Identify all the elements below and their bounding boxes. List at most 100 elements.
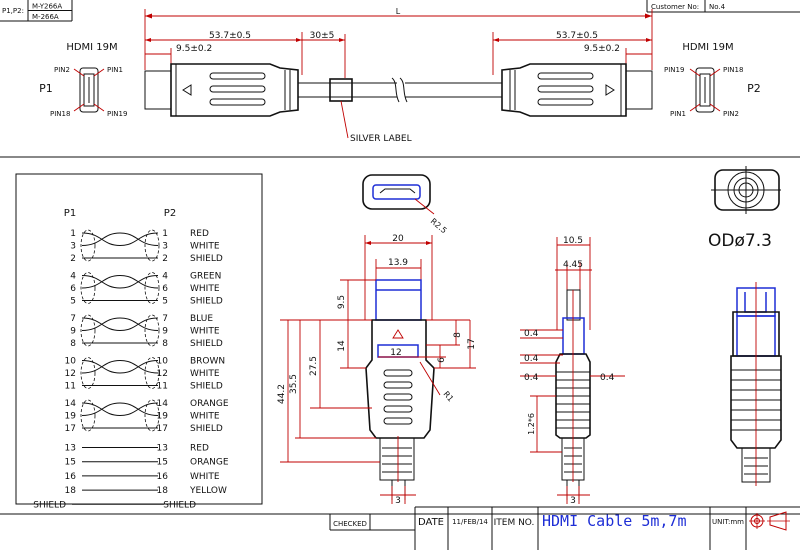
shield-ellipse (80, 314, 96, 347)
wire-color: WHITE (190, 242, 220, 252)
part-number-label: P1,P2: (2, 7, 24, 15)
right-body-dimension: 53.7±0.5 9.5±0.2 (492, 31, 652, 75)
wire-p2-pin: 11 (157, 382, 168, 392)
shield-ellipse (144, 229, 160, 262)
wire-color: BLUE (190, 314, 213, 324)
twisted-wire (81, 232, 159, 247)
wire-p2-pin: 10 (157, 357, 169, 367)
wire-p2-pin: 3 (162, 242, 168, 252)
twisted-wire (81, 402, 159, 417)
wire-color: RED (190, 444, 209, 454)
wire-p2-pin: 13 (157, 444, 168, 454)
mouth-face-view: R2.5 (362, 174, 449, 236)
front-width: 20 (392, 234, 404, 244)
silver-label: SILVER LABEL (350, 134, 412, 144)
label-dimension: 30±5 (302, 31, 346, 78)
side-view-dimensions: 0.4 0.4 0.4 0.4 1.2*6 3 (520, 329, 625, 506)
wiring-header-p1: P1 (64, 208, 76, 219)
side-dim-ridge: 1.2*6 (527, 413, 536, 435)
checked-label: CHECKED (333, 520, 367, 528)
left-end-label: P1 (39, 82, 53, 95)
item-label: ITEM NO. (494, 518, 535, 528)
wire-p1-pin: 13 (65, 444, 76, 454)
shield-ellipse (144, 357, 160, 389)
left-pin-face: PIN2 PIN1 PIN18 PIN19 (50, 66, 127, 118)
wire-p2-pin: 5 (162, 297, 168, 307)
front-dim-8: 8 (453, 332, 463, 338)
wire-color: ORANGE (190, 399, 229, 409)
unit-label: UNIT:mm (712, 518, 744, 526)
wire-p2-pin: 8 (162, 339, 168, 349)
label-dim: 30±5 (310, 31, 335, 41)
part-number-2: M-266A (32, 13, 59, 21)
front-dim-6: 6 (437, 357, 447, 363)
side-plug-body: 10.5 4.45 (555, 236, 592, 500)
shield-ellipse (144, 399, 160, 432)
wire-p1-pin: 10 (65, 357, 77, 367)
wire-p1-pin: 16 (65, 472, 77, 482)
wire-p1-pin: 1 (70, 229, 76, 239)
right-plug-silhouette (730, 282, 782, 486)
wire-p2-pin: 2 (162, 254, 168, 264)
front-dim-44-2: 44.2 (277, 384, 287, 404)
wire-p2-pin: SHIELD (163, 500, 196, 510)
length-label: L (396, 7, 401, 16)
wire-color: ORANGE (190, 458, 229, 468)
wire-p2-pin: 15 (157, 458, 168, 468)
wire-color: RED (190, 229, 209, 239)
front-plug-body: 20 13.9 (364, 234, 435, 500)
side-dim-3: 3 (570, 496, 576, 506)
shield-ellipse (80, 399, 96, 432)
left-pin2-label: PIN2 (54, 66, 70, 74)
side-dim-0-4a: 0.4 (524, 329, 539, 339)
wire-color: SHIELD (190, 254, 223, 264)
front-dim-35-5: 35.5 (289, 374, 299, 394)
wire-p1-pin: 19 (65, 412, 77, 422)
wire-p1-pin: 17 (65, 424, 76, 434)
wire-p2-pin: 12 (157, 369, 168, 379)
right-end-label: P2 (747, 82, 761, 95)
wire-color: WHITE (190, 284, 220, 294)
outer-diameter: ODø7.3 (708, 231, 772, 251)
wire-p1-pin: SHIELD (33, 500, 66, 510)
wire-color: YELLOW (189, 486, 227, 496)
front-dim-14: 14 (337, 340, 347, 352)
shield-ellipse (80, 357, 96, 389)
wire-p1-pin: 14 (65, 399, 77, 409)
wire-p1-pin: 11 (65, 382, 76, 392)
right-pin-face: PIN19 PIN18 PIN1 PIN2 (664, 66, 743, 118)
wire-p1-pin: 2 (70, 254, 76, 264)
front-dim-r1: R1 (441, 390, 455, 404)
wire-p1-pin: 6 (70, 284, 76, 294)
wire-color: WHITE (190, 412, 220, 422)
side-dim-0-4b: 0.4 (524, 354, 539, 364)
wire-color: SHIELD (190, 382, 223, 392)
left-connector-name: HDMI 19M (66, 42, 117, 53)
customer-block: Customer No: No.4 (646, 0, 800, 13)
twisted-wire (81, 360, 159, 374)
wire-p1-pin: 9 (70, 327, 76, 337)
left-pin19-label: PIN19 (107, 110, 127, 118)
wire-color: WHITE (190, 369, 220, 379)
wire-p1-pin: 18 (65, 486, 77, 496)
front-radius: R2.5 (429, 217, 449, 236)
shield-ellipse (80, 229, 96, 262)
front-head-width: 13.9 (388, 258, 408, 268)
wire-p2-pin: 19 (157, 412, 169, 422)
front-dim-17: 17 (467, 338, 477, 349)
wire-color: SHIELD (190, 339, 223, 349)
wire-color: WHITE (190, 472, 220, 482)
right-connector-name: HDMI 19M (682, 42, 733, 53)
bottom-title-block: CHECKED DATE 11/FEB/14 ITEM NO. HDMI Cab… (0, 506, 800, 550)
side-dim-0-4d: 0.4 (600, 373, 615, 383)
customer-value: No.4 (709, 3, 726, 11)
front-dim-12: 12 (390, 348, 401, 358)
customer-label: Customer No: (651, 3, 699, 11)
od-view: ODø7.3 (708, 166, 781, 251)
date-value: 11/FEB/14 (452, 518, 488, 526)
wire-color: BROWN (190, 357, 225, 367)
side-dim-0-4c: 0.4 (524, 373, 539, 383)
wire-p1-pin: 4 (70, 272, 76, 282)
